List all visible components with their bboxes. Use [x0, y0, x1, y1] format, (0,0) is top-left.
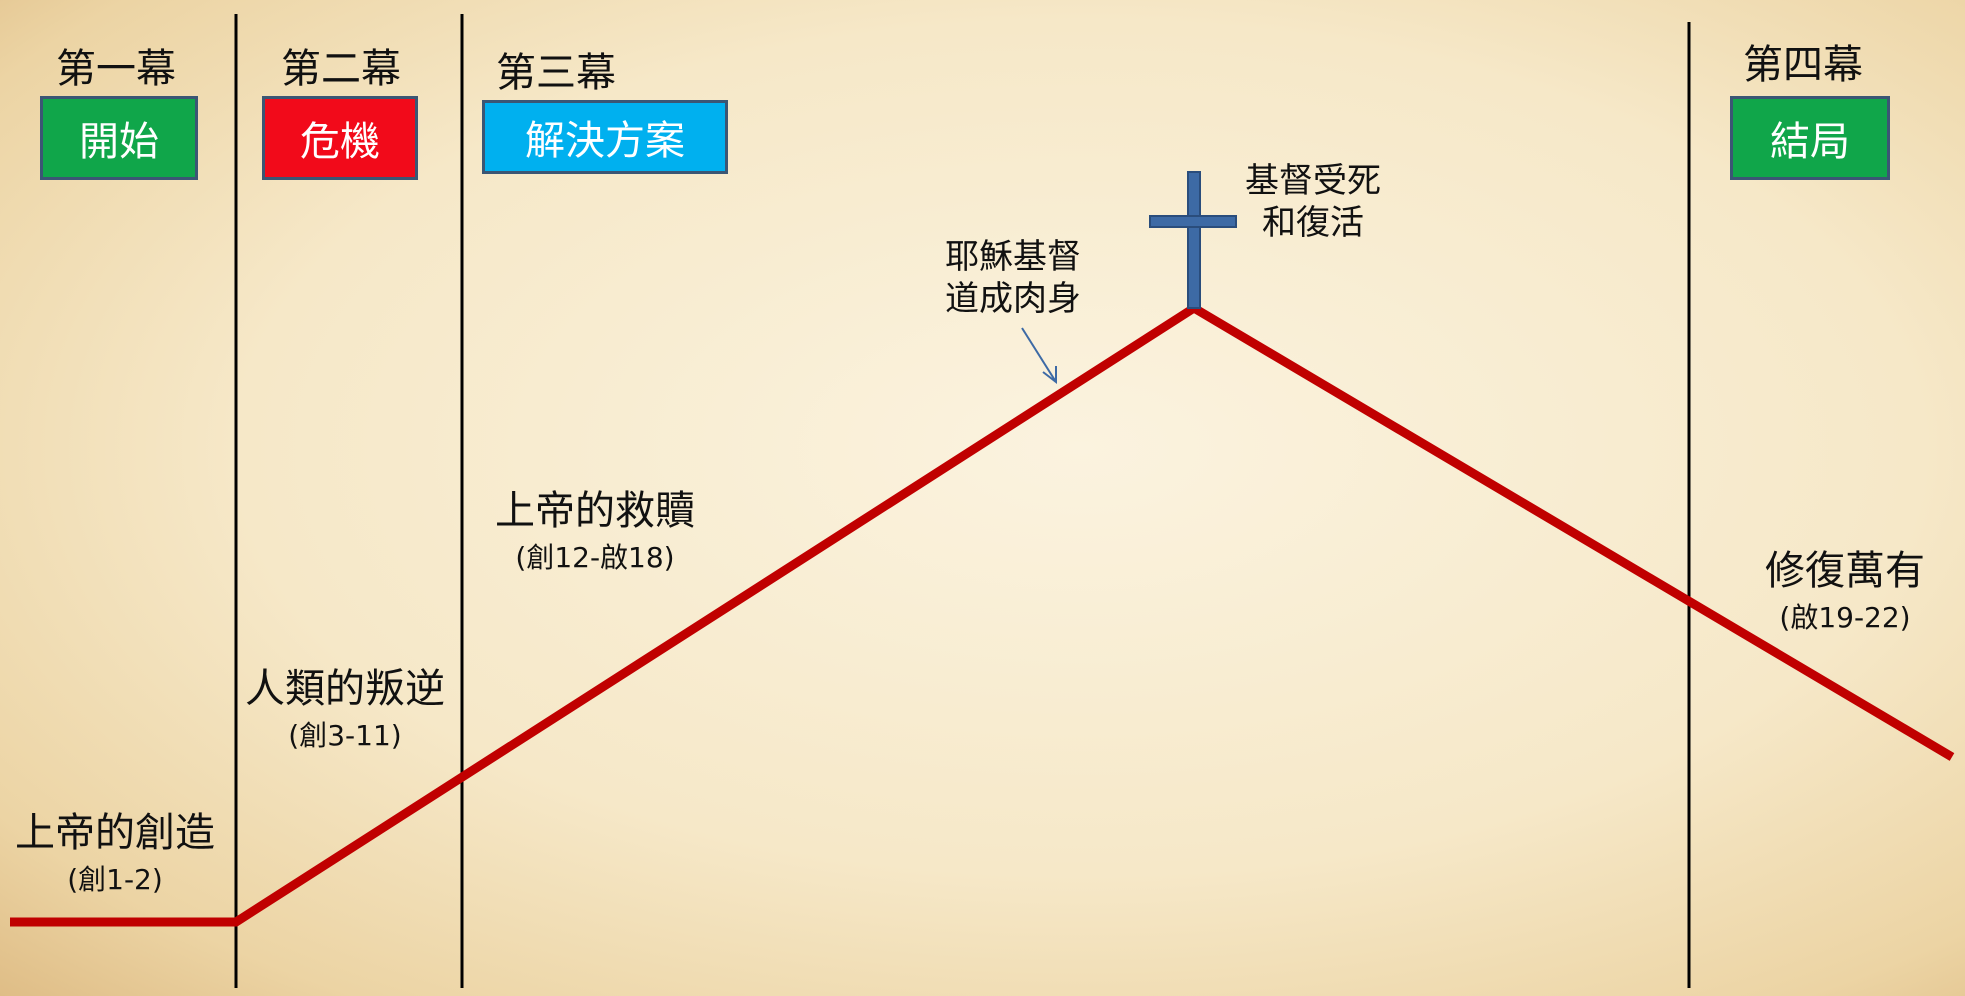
- stage-redemption-title: 上帝的救贖: [495, 488, 695, 534]
- act-4-label: 第四幕: [1743, 42, 1863, 88]
- act-2-label: 第二幕: [281, 46, 401, 92]
- arrow-icon: [1021, 327, 1057, 385]
- stage-rebellion-ref: (創3-11): [288, 719, 402, 752]
- stage-creation-ref: (創1-2): [67, 863, 163, 896]
- stage-redemption-ref: (創12-啟18): [515, 541, 675, 574]
- act-3-box: 解決方案: [482, 100, 728, 174]
- act-4-box: 結局: [1730, 96, 1890, 180]
- event-death-resurrection: 基督受死 和復活: [1238, 160, 1388, 244]
- act-1-box: 開始: [40, 96, 198, 180]
- stage-restoration-title: 修復萬有: [1765, 548, 1925, 594]
- stage-creation: 上帝的創造 (創1-2): [10, 800, 220, 898]
- event-incarnation: 耶穌基督 道成肉身: [938, 236, 1088, 320]
- stage-redemption: 上帝的救贖 (創12-啟18): [480, 478, 710, 576]
- stage-restoration: 修復萬有 (啟19-22): [1740, 538, 1950, 636]
- act-2-box: 危機: [262, 96, 418, 180]
- event-death-resurrection-line-1: 基督受死: [1245, 161, 1381, 201]
- stage-restoration-ref: (啟19-22): [1779, 601, 1911, 634]
- event-death-resurrection-line-2: 和復活: [1262, 203, 1364, 243]
- stage-rebellion: 人類的叛逆 (創3-11): [240, 656, 450, 754]
- event-incarnation-line-1: 耶穌基督: [945, 237, 1081, 277]
- act-1-label: 第一幕: [56, 46, 176, 92]
- act-3-label: 第三幕: [496, 50, 616, 96]
- cross-icon: [1149, 171, 1237, 309]
- stage-creation-title: 上帝的創造: [15, 810, 215, 856]
- story-line: [10, 302, 1955, 927]
- event-incarnation-line-2: 道成肉身: [945, 279, 1081, 319]
- stage-rebellion-title: 人類的叛逆: [245, 666, 445, 712]
